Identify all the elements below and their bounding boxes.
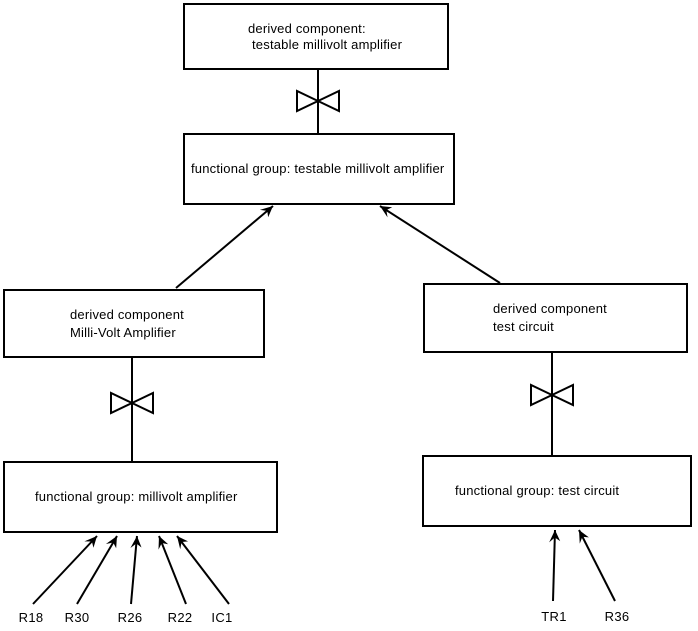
arrow-r36 <box>578 529 616 602</box>
node-functional-group-test-circuit: functional group: test circuit <box>422 455 692 527</box>
component-label-r22: R22 <box>167 610 193 625</box>
arrow-r26 <box>130 535 142 605</box>
node-functional-group-testable-millivolt-amplifier: functional group: testable millivolt amp… <box>183 133 455 205</box>
arrow-tr1 <box>549 529 561 602</box>
node-label: functional group: millivolt amplifier <box>35 489 238 504</box>
component-label-r36: R36 <box>604 609 630 624</box>
node-derived-component-testable-millivolt-amplifier: derived component: testable millivolt am… <box>183 3 449 70</box>
arrow-ic1 <box>176 535 230 605</box>
node-label: functional group: test circuit <box>455 483 620 498</box>
node-label-line1: derived component <box>70 306 184 322</box>
component-label-ic1: IC1 <box>211 610 233 625</box>
node-label-line1: derived component <box>493 301 607 316</box>
arrow-r22 <box>158 535 187 605</box>
bowtie-icon-right <box>530 383 574 407</box>
component-label-r18: R18 <box>18 610 44 625</box>
node-label-line1: derived component: <box>248 20 366 36</box>
node-label-line2: test circuit <box>493 319 554 334</box>
bowtie-icon-top <box>296 89 340 113</box>
bowtie-icon-left <box>110 391 154 415</box>
node-functional-group-millivolt-amplifier: functional group: millivolt amplifier <box>3 461 278 533</box>
arrow-right-derived-to-top-functional <box>379 205 501 284</box>
node-label-line2: Milli-Volt Amplifier <box>70 324 176 340</box>
arrow-left-derived-to-top-functional <box>175 205 274 289</box>
arrow-r30 <box>76 535 118 605</box>
component-label-r30: R30 <box>64 610 90 625</box>
node-label: functional group: testable millivolt amp… <box>191 161 445 176</box>
node-derived-component-test-circuit: derived component test circuit <box>423 283 688 353</box>
arrow-r18 <box>32 535 98 605</box>
component-label-tr1: TR1 <box>541 609 567 624</box>
node-label-line2: testable millivolt amplifier <box>252 36 403 52</box>
node-derived-component-milli-volt-amplifier: derived component Milli-Volt Amplifier <box>3 289 265 358</box>
component-label-r26: R26 <box>117 610 143 625</box>
